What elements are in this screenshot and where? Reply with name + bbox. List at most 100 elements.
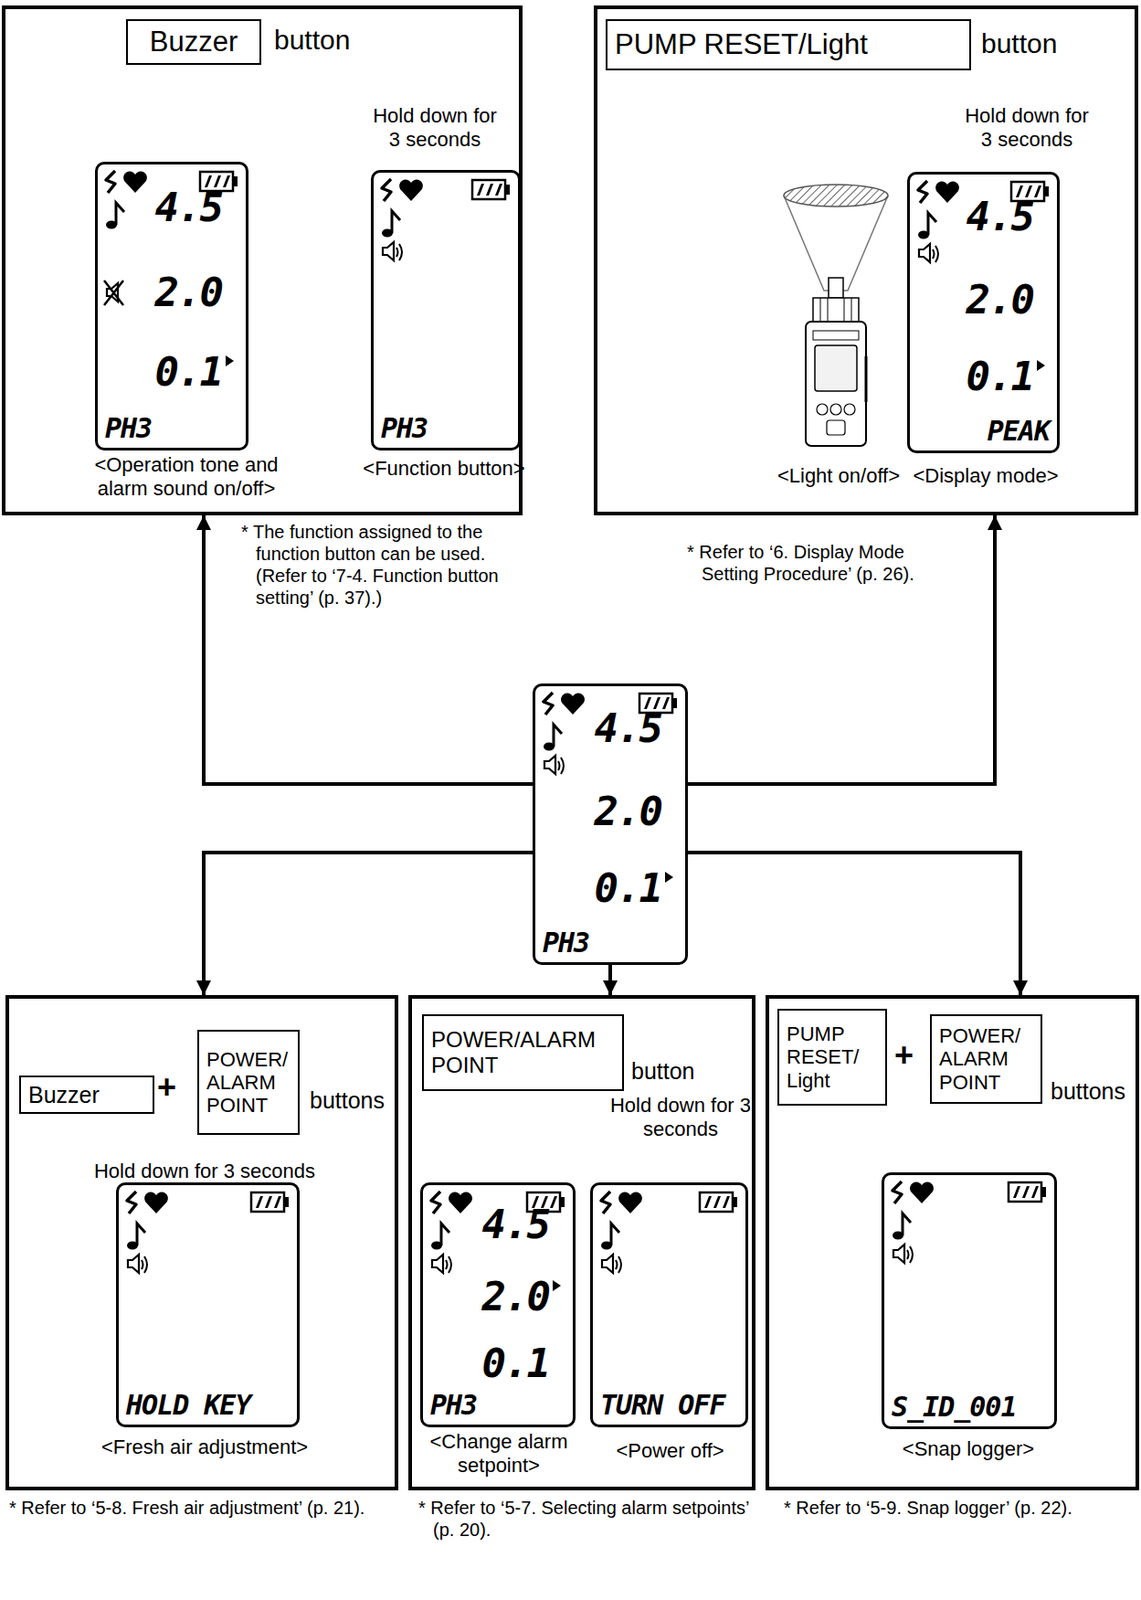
lcd-message: PH3 xyxy=(380,414,428,443)
plus-sign: + xyxy=(157,1070,177,1104)
speaker-icon xyxy=(602,1254,613,1273)
battery-bar xyxy=(713,1195,721,1208)
battery-tip xyxy=(559,1196,565,1207)
active-marker xyxy=(665,871,674,883)
detector-key xyxy=(826,420,846,435)
panel-caption: Hold down for 3 seconds xyxy=(366,104,504,153)
battery-bar xyxy=(255,1195,264,1208)
battery-bar xyxy=(549,1195,558,1208)
lcd-screen: PH3 xyxy=(370,169,521,451)
lcd-screen: HOLD KEY xyxy=(116,1182,300,1427)
light-beam xyxy=(783,195,888,291)
button-word: buttons xyxy=(1050,1077,1126,1105)
pump-icon xyxy=(105,170,116,193)
panel-caption: <Snap logger> xyxy=(876,1436,1060,1461)
battery-tip xyxy=(732,1196,738,1207)
heart-icon xyxy=(399,179,423,201)
heart-icon xyxy=(123,171,148,193)
lcd-message: PH3 xyxy=(430,1391,477,1419)
panel-caption: Hold down for 3 seconds xyxy=(958,104,1096,153)
panel-caption: <Operation tone and alarm sound on/off> xyxy=(76,453,296,502)
flow-arrow xyxy=(687,515,995,784)
battery-bar xyxy=(662,697,670,709)
plus-sign: + xyxy=(894,1038,914,1072)
light-spot xyxy=(783,184,888,207)
panel-caption: <Display mode> xyxy=(908,464,1064,488)
battery-tip xyxy=(232,176,238,187)
side-key xyxy=(865,356,868,402)
reading-value: 4.5 xyxy=(155,187,222,228)
battery-bar xyxy=(264,1195,273,1208)
reading-value: 0.1 xyxy=(155,351,222,392)
button-name: POWER/ ALARM POINT xyxy=(206,1047,291,1118)
button-panel: buttonsHold down for 3 seconds<Fresh air… xyxy=(5,994,399,1490)
reading-value: 2.0 xyxy=(966,279,1034,320)
heart-icon xyxy=(560,693,585,715)
flow-arrow xyxy=(203,852,533,995)
mute-cross xyxy=(104,280,124,306)
battery-bar xyxy=(704,1195,712,1208)
lcd-message: S_ID_001 xyxy=(891,1393,1017,1421)
note-icon-stem xyxy=(137,1223,146,1246)
button-label-box: POWER/ ALARM POINT xyxy=(197,1029,300,1135)
active-marker xyxy=(225,355,234,367)
button-panel: buttonHold down for 3 seconds<Operation … xyxy=(1,5,523,516)
note-icon-stem xyxy=(116,202,125,225)
battery-icon xyxy=(251,1192,285,1212)
battery-tip xyxy=(505,184,510,195)
lcd-screen: 4.5 2.0 0.1PEAK xyxy=(907,171,1060,454)
button-word: button xyxy=(981,27,1057,61)
pump-icon xyxy=(892,1181,902,1204)
speaker-waves xyxy=(445,1256,452,1273)
lcd-screen: S_ID_001 xyxy=(881,1172,1057,1429)
lcd-screen: 4.52.00.1PH3 xyxy=(95,161,249,451)
detector-screen xyxy=(814,345,857,391)
battery-tip xyxy=(1044,186,1049,197)
button-label-box: PUMP RESET/Light xyxy=(605,19,972,71)
note-icon-stem xyxy=(441,1223,450,1246)
heart-icon xyxy=(448,1192,473,1214)
lcd-message: TURN OFF xyxy=(600,1391,726,1419)
button-label-box: Buzzer xyxy=(19,1075,155,1114)
lcd-screen: 4.52.00.1PH3 xyxy=(420,1182,576,1427)
battery-bar xyxy=(204,175,212,188)
head-ribs xyxy=(820,297,852,322)
lcd-message: PEAK xyxy=(987,417,1050,445)
button-name: PUMP RESET/Light xyxy=(614,28,868,62)
lcd-icons xyxy=(884,1174,1055,1427)
speaker-waves xyxy=(907,1246,913,1263)
button-label-box: POWER/ALARM POINT xyxy=(422,1014,624,1091)
lcd-message: PH3 xyxy=(542,929,590,957)
lcd-message: HOLD KEY xyxy=(126,1391,252,1419)
button-name: PUMP RESET/ Light xyxy=(786,1022,878,1092)
heart-icon xyxy=(909,1182,934,1204)
note-icon-stem xyxy=(928,212,937,235)
pump-icon xyxy=(431,1191,441,1214)
reading-value: 0.1 xyxy=(482,1342,550,1384)
battery-tip xyxy=(672,697,677,708)
panel-caption: <Change alarm setpoint> xyxy=(412,1429,586,1479)
battery-bar xyxy=(722,1195,730,1208)
active-marker xyxy=(552,1279,561,1291)
reading-value: 2.0 xyxy=(155,272,222,313)
button-name: Buzzer xyxy=(149,25,238,59)
lcd-icons xyxy=(592,1184,746,1425)
speaker-icon xyxy=(127,1254,139,1273)
button-word: buttons xyxy=(309,1086,385,1114)
battery-bar xyxy=(476,183,485,196)
battery-bar xyxy=(1013,1185,1021,1198)
panel-caption: <Function button> xyxy=(357,456,531,481)
button-panel: buttonHold down for 3 seconds<Change ala… xyxy=(408,994,756,1490)
reading-value: 4.5 xyxy=(966,196,1034,237)
battery-bar xyxy=(485,183,494,196)
detector-illustration xyxy=(776,182,896,450)
lcd-screen: 4.52.00.1PH3 xyxy=(532,683,688,965)
reading-value: 0.1 xyxy=(966,356,1034,397)
flow-arrow xyxy=(687,852,1021,995)
speaker-icon xyxy=(893,1244,905,1263)
speaker-icon xyxy=(544,755,556,774)
reading-value: 2.0 xyxy=(594,791,662,832)
heart-icon xyxy=(935,181,960,203)
speaker-waves xyxy=(396,243,402,261)
